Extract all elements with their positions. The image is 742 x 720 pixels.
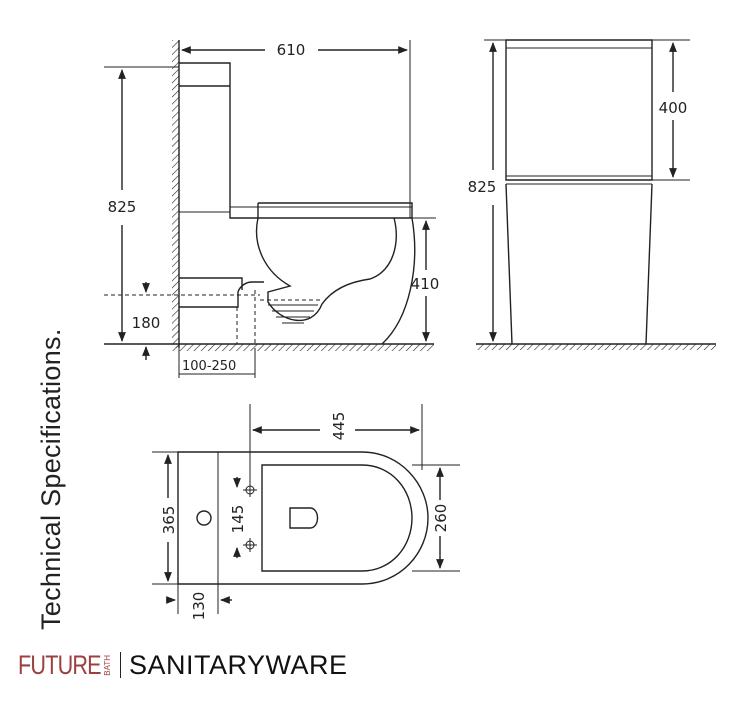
brand-footer: FUTURE BATH SANITARYWARE: [18, 648, 348, 682]
dim-side-height: 825: [108, 198, 137, 216]
bowl-outline: [255, 217, 397, 321]
dim-front-height: 825: [468, 178, 497, 196]
dim-fixing-spacing: 145: [229, 505, 247, 534]
dim-seat-width: 260: [432, 504, 450, 533]
page-title: Technical Specifications.: [36, 328, 66, 630]
dim-fixing-offset: 130: [190, 592, 208, 621]
dim-cistern-height: 400: [659, 99, 688, 117]
dim-outlet-offset: 100-250: [182, 359, 236, 374]
floor: [172, 344, 434, 351]
brand-separator: [119, 652, 121, 678]
dim-top-width: 365: [160, 506, 178, 535]
front-view: 825 400: [468, 39, 716, 350]
dim-seat-height: 410: [411, 275, 440, 293]
wall: [172, 40, 179, 348]
dim-top-length: 445: [330, 412, 348, 441]
brand-logo-sub: BATH: [102, 654, 112, 676]
seat-lid: [257, 202, 413, 218]
dim-side-width: 610: [277, 41, 306, 59]
top-view: 445 365 145 260 130: [152, 404, 460, 620]
side-view: 610 825 180 410 100-250: [104, 40, 439, 378]
cistern-outline: [179, 62, 412, 219]
brand-logo: FUTURE: [18, 649, 102, 680]
dim-outlet-height: 180: [132, 314, 161, 332]
brand-name: SANITARYWARE: [129, 649, 348, 680]
